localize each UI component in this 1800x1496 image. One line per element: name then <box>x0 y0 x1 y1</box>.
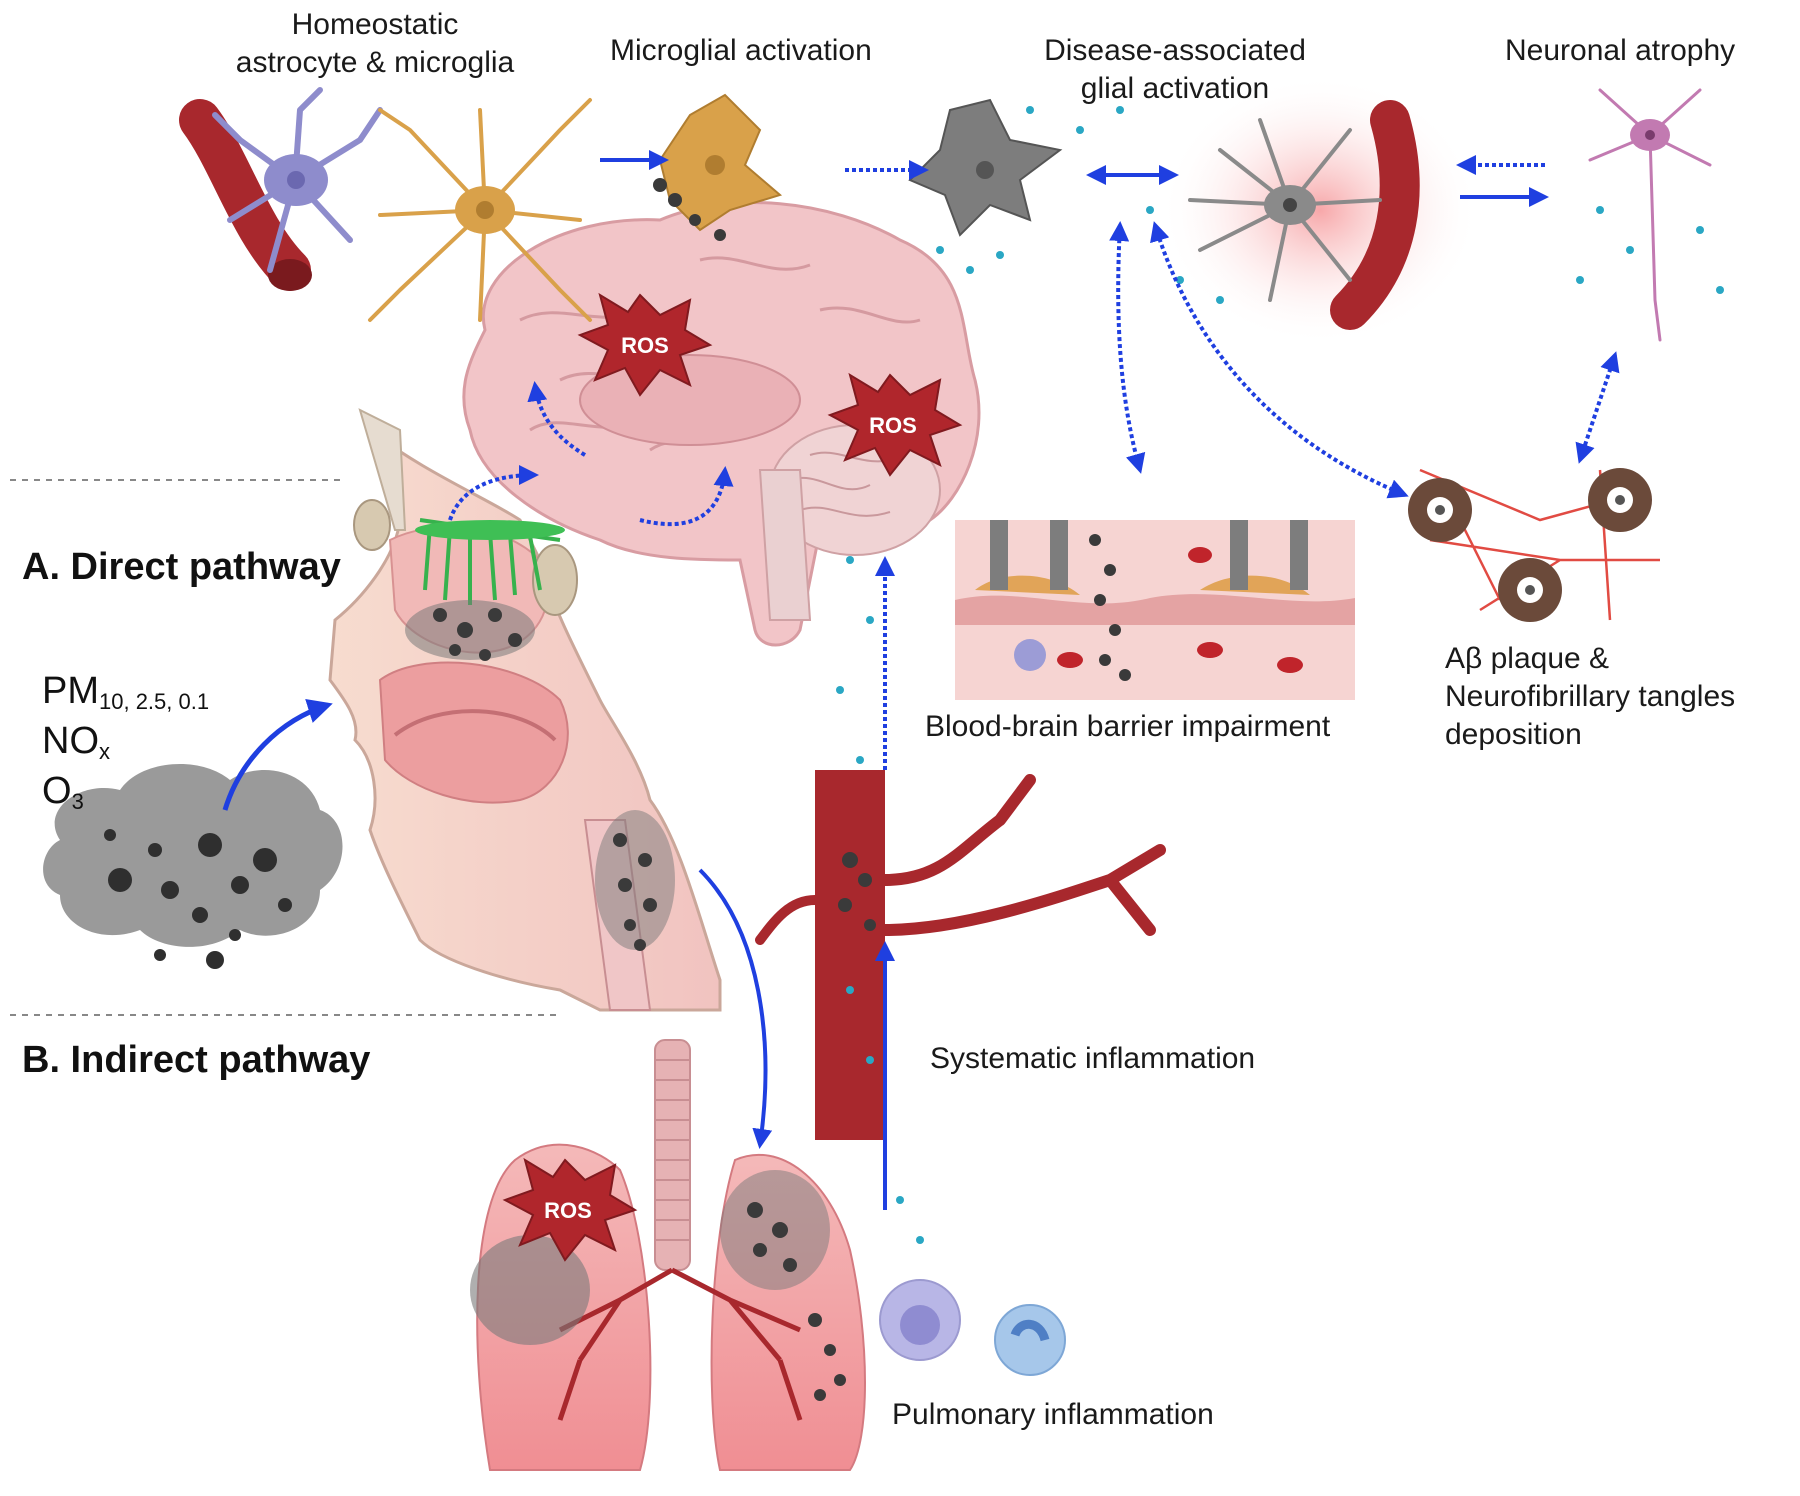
label-homeostatic-line1: Homeostatic <box>291 8 459 41</box>
activated-microglia <box>653 93 783 241</box>
astrocyte-cell <box>212 87 383 273</box>
head-profile <box>328 408 722 1012</box>
immune-cells <box>879 1279 1066 1376</box>
label-plaque-line3: deposition <box>1445 718 1582 751</box>
systemic-vessel <box>755 770 1166 1140</box>
arrow-pm-to-nose <box>222 699 333 811</box>
arrow-brain-inner-left <box>527 381 587 457</box>
label-indirect-pathway: B. Indirect pathway <box>22 1039 371 1081</box>
arrow-nose-to-brain <box>448 465 539 521</box>
label-disease-glial-line2: glial activation <box>1080 72 1270 105</box>
label-bbb: Blood-brain barrier impairment <box>925 710 1331 743</box>
label-o3: O3 <box>42 768 84 825</box>
disease-microglia <box>908 98 1063 237</box>
ros-star-lung: ROS <box>502 1157 638 1262</box>
label-direct-pathway: A. Direct pathway <box>22 546 341 588</box>
label-homeostatic: Homeostatic astrocyte & microglia <box>225 6 525 82</box>
ros-label-1: ROS <box>621 333 669 358</box>
pm-cloud <box>43 763 343 969</box>
label-nox: NOx <box>42 718 110 775</box>
pm-base: PM <box>42 670 99 712</box>
label-plaque-line2: Neurofibrillary tangles <box>1445 680 1736 713</box>
label-microglial-activation: Microglial activation <box>610 34 872 67</box>
nox-sub: x <box>99 739 110 764</box>
label-neuronal-atrophy: Neuronal atrophy <box>1505 34 1736 67</box>
ros-star-brain-right: ROS <box>827 372 963 477</box>
ros-star-brain-top: ROS <box>577 292 713 397</box>
ros-label-2: ROS <box>869 413 917 438</box>
bbb-scene <box>955 520 1355 700</box>
pm-sub: 10, 2.5, 0.1 <box>99 689 210 714</box>
cytokine-dots <box>836 106 1724 1244</box>
label-pm: PM10, 2.5, 0.1 <box>42 668 209 725</box>
arrow-glia-to-bbb <box>1109 221 1146 474</box>
nox-base: NO <box>42 720 99 762</box>
arrow-glia-to-plaque <box>1150 221 1409 499</box>
homeostatic-microglia <box>368 98 592 322</box>
label-disease-glial-line1: Disease-associated <box>1044 34 1306 67</box>
label-systematic: Systematic inflammation <box>930 1042 1256 1075</box>
o3-sub: 3 <box>71 789 84 814</box>
atrophic-neuron <box>1588 88 1712 342</box>
label-pulmonary: Pulmonary inflammation <box>892 1398 1214 1431</box>
plaque-tangles <box>1408 468 1660 622</box>
arrow-throat-to-lung <box>698 868 773 1149</box>
label-homeostatic-line2: astrocyte & microglia <box>235 46 515 79</box>
o3-base: O <box>42 770 72 812</box>
lungs <box>470 1039 866 1471</box>
label-plaque: Aβ plaque & Neurofibrillary tangles depo… <box>1445 640 1735 754</box>
label-plaque-line1: Aβ plaque & <box>1445 642 1610 675</box>
arrow-brain-inner-right <box>639 466 734 527</box>
ros-label-3: ROS <box>544 1198 592 1223</box>
arrow-neuron-to-plaque <box>1575 351 1620 464</box>
label-disease-glial: Disease-associated glial activation <box>1005 32 1345 108</box>
